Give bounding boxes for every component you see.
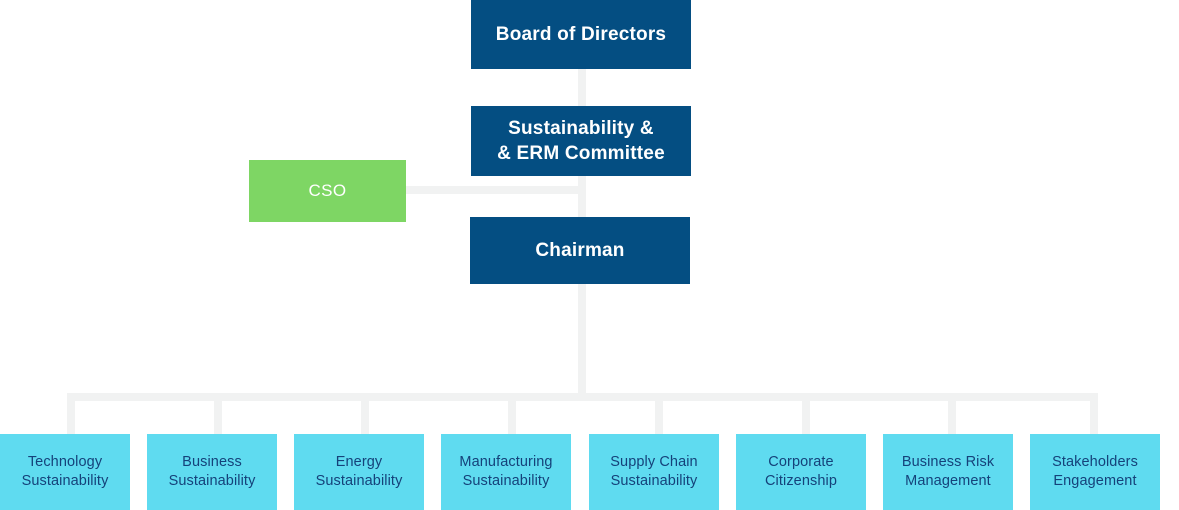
node-sustainability-erm-committee[interactable]: Sustainability & & ERM Committee (471, 106, 691, 176)
connector-board-to-committee (578, 66, 586, 110)
connector-drop-supply-chain-sustainability (655, 393, 663, 434)
connector-drop-stakeholders-engagement (1090, 393, 1098, 434)
connector-drop-business-sustainability (214, 393, 222, 434)
connector-drop-business-risk-management (948, 393, 956, 434)
node-cso[interactable]: CSO (249, 160, 406, 222)
node-business-risk-management[interactable]: Business Risk Management (883, 434, 1013, 510)
node-technology-sustainability[interactable]: Technology Sustainability (0, 434, 130, 510)
connector-horizontal-bus (67, 393, 1098, 401)
node-business-sustainability[interactable]: Business Sustainability (147, 434, 277, 510)
connector-cso-to-trunk (405, 186, 582, 194)
connector-chairman-to-bus (578, 284, 586, 398)
node-stakeholders-engagement[interactable]: Stakeholders Engagement (1030, 434, 1160, 510)
node-board-of-directors[interactable]: Board of Directors (471, 0, 691, 69)
node-supply-chain-sustainability[interactable]: Supply Chain Sustainability (589, 434, 719, 510)
connector-committee-to-chairman (578, 172, 586, 222)
connector-drop-energy-sustainability (361, 393, 369, 434)
node-corporate-citizenship[interactable]: Corporate Citizenship (736, 434, 866, 510)
node-chairman[interactable]: Chairman (470, 217, 690, 284)
connector-drop-corporate-citizenship (802, 393, 810, 434)
connector-drop-manufacturing-sustainability (508, 393, 516, 434)
connector-drop-technology-sustainability (67, 393, 75, 434)
node-energy-sustainability[interactable]: Energy Sustainability (294, 434, 424, 510)
node-manufacturing-sustainability[interactable]: Manufacturing Sustainability (441, 434, 571, 510)
